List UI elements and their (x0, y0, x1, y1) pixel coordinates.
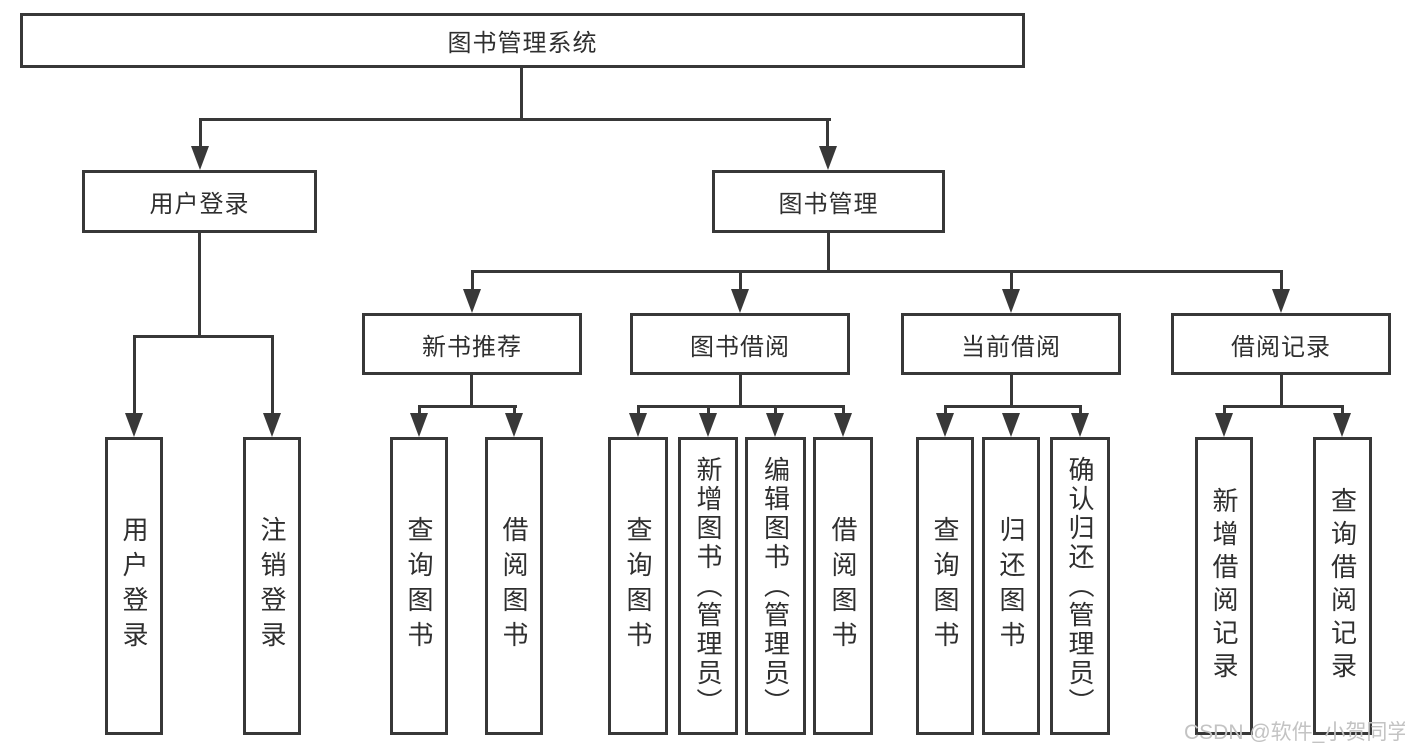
connector-mgmt-stub-3 (1010, 270, 1013, 291)
connector-mgmt-stub-1 (471, 270, 474, 291)
arrow-borrow-leaf-4 (834, 413, 852, 437)
node-borrow-record-label: 借阅记录 (1231, 333, 1331, 361)
connector-root-vertical (520, 68, 523, 120)
leaf-record-add: 新增借阅记录 (1195, 437, 1253, 735)
connector-mgmt-stub-4 (1280, 270, 1283, 291)
arrow-to-leaf-logout (263, 413, 281, 437)
connector-newbook-vertical (470, 375, 473, 408)
connector-login-horizontal (133, 335, 274, 338)
arrow-current-leaf-2 (1002, 413, 1020, 437)
leaf-borrow-query-label: 查询图书 (623, 516, 653, 656)
connector-current-vertical (1010, 375, 1013, 408)
connector-newbook-stub-1 (418, 405, 421, 415)
connector-newbook-horizontal (418, 405, 517, 408)
leaf-current-query: 查询图书 (916, 437, 974, 735)
arrow-to-leaf-user-login (125, 413, 143, 437)
arrow-to-login-group (191, 146, 209, 170)
node-mgmt-group: 图书管理 (712, 170, 945, 233)
connector-current-horizontal (944, 405, 1082, 408)
leaf-logout: 注销登录 (243, 437, 301, 735)
connector-login-vertical (198, 233, 201, 337)
connector-record-stub-1 (1223, 405, 1226, 415)
node-book-borrow-label: 图书借阅 (690, 333, 790, 361)
leaf-logout-label: 注销登录 (257, 516, 287, 656)
node-book-borrow: 图书借阅 (630, 313, 850, 375)
leaf-borrow-edit-admin: 编辑图书（管理员） (745, 437, 806, 735)
leaf-newbook-query-label: 查询图书 (404, 516, 434, 656)
arrow-to-book-borrow (731, 289, 749, 313)
leaf-user-login: 用户登录 (105, 437, 163, 735)
arrow-borrow-leaf-2 (699, 413, 717, 437)
arrow-borrow-leaf-3 (766, 413, 784, 437)
arrow-record-leaf-1 (1215, 413, 1233, 437)
connector-borrow-stub-1 (637, 405, 640, 415)
leaf-newbook-borrow-label: 借阅图书 (499, 516, 529, 656)
leaf-current-confirm-admin: 确认归还（管理员） (1050, 437, 1110, 735)
node-current-borrow-label: 当前借阅 (961, 333, 1061, 361)
leaf-record-add-label: 新增借阅记录 (1209, 487, 1239, 685)
connector-borrow-vertical (739, 375, 742, 408)
leaf-borrow-borrow: 借阅图书 (813, 437, 873, 735)
leaf-borrow-add-admin-label: 新增图书（管理员） (693, 455, 723, 717)
connector-record-horizontal (1223, 405, 1344, 408)
arrow-record-leaf-2 (1333, 413, 1351, 437)
leaf-newbook-borrow: 借阅图书 (485, 437, 543, 735)
leaf-record-query-label: 查询借阅记录 (1327, 487, 1358, 685)
arrow-to-current-borrow (1002, 289, 1020, 313)
arrow-current-leaf-3 (1071, 413, 1089, 437)
connector-login-stub-2 (271, 335, 274, 415)
connector-newbook-stub-2 (513, 405, 516, 415)
connector-mgmt-vertical (827, 233, 830, 273)
arrow-newbook-leaf-1 (410, 413, 428, 437)
arrow-to-borrow-record (1272, 289, 1290, 313)
connector-borrow-stub-2 (707, 405, 710, 415)
node-login-group-label: 用户登录 (149, 191, 250, 218)
node-borrow-record: 借阅记录 (1171, 313, 1391, 375)
leaf-current-confirm-admin-label: 确认归还（管理员） (1065, 455, 1095, 717)
connector-root-left-stub (199, 118, 202, 150)
node-current-borrow: 当前借阅 (901, 313, 1121, 375)
arrow-to-mgmt-group (819, 146, 837, 170)
node-login-group: 用户登录 (82, 170, 317, 233)
leaf-current-return-label: 归还图书 (996, 516, 1026, 656)
connector-current-stub-3 (1079, 405, 1082, 415)
connector-mgmt-horizontal (471, 270, 1283, 273)
arrow-current-leaf-1 (936, 413, 954, 437)
leaf-newbook-query: 查询图书 (390, 437, 448, 735)
connector-mgmt-stub-2 (739, 270, 742, 291)
node-root-label: 图书管理系统 (447, 30, 598, 57)
connector-root-right-stub (826, 118, 829, 150)
leaf-borrow-query: 查询图书 (608, 437, 668, 735)
connector-root-horizontal (199, 118, 831, 121)
arrow-newbook-leaf-2 (505, 413, 523, 437)
connector-borrow-stub-4 (842, 405, 845, 415)
leaf-current-return: 归还图书 (982, 437, 1040, 735)
leaf-user-login-label: 用户登录 (119, 516, 149, 656)
connector-record-stub-2 (1341, 405, 1344, 415)
arrow-to-new-book (463, 289, 481, 313)
connector-login-stub-1 (133, 335, 136, 415)
leaf-borrow-add-admin: 新增图书（管理员） (678, 437, 738, 735)
node-root: 图书管理系统 (20, 13, 1025, 68)
csdn-watermark: CSDN @软件_小贺同学 (1184, 721, 1405, 744)
leaf-record-query: 查询借阅记录 (1313, 437, 1372, 735)
connector-borrow-horizontal (637, 405, 845, 408)
node-new-book: 新书推荐 (362, 313, 582, 375)
node-new-book-label: 新书推荐 (422, 333, 522, 361)
leaf-borrow-edit-admin-label: 编辑图书（管理员） (760, 455, 791, 717)
arrow-borrow-leaf-1 (629, 413, 647, 437)
connector-record-vertical (1280, 375, 1283, 408)
leaf-current-query-label: 查询图书 (930, 516, 960, 656)
connector-borrow-stub-3 (774, 405, 777, 415)
leaf-borrow-borrow-label: 借阅图书 (828, 516, 858, 656)
node-mgmt-group-label: 图书管理 (778, 191, 879, 218)
connector-current-stub-1 (944, 405, 947, 415)
